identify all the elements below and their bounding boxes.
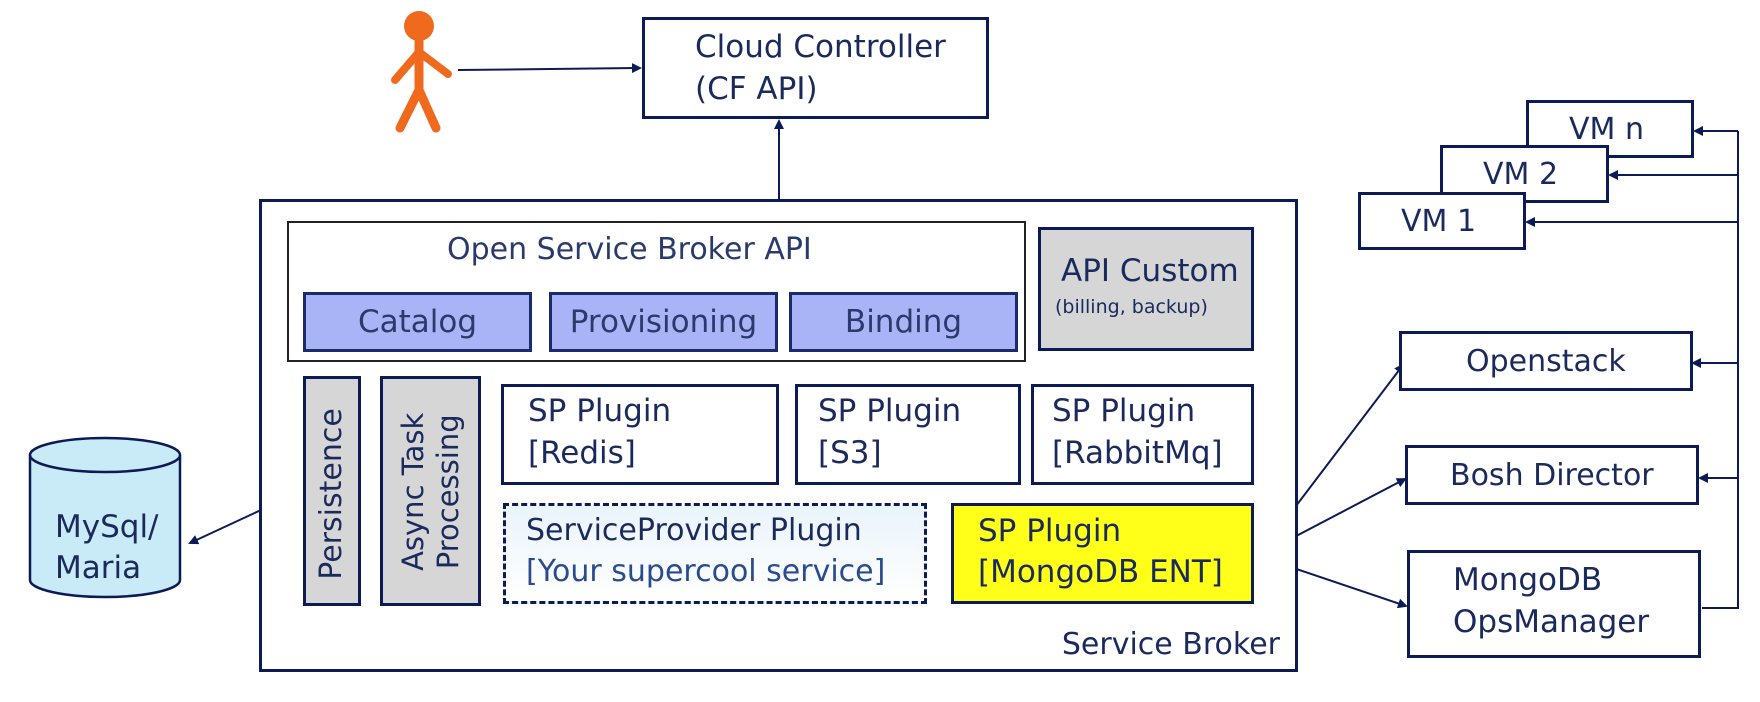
async-task-line1: Async Task xyxy=(396,412,431,571)
plugin-rabbitmq-title: SP Plugin xyxy=(1052,393,1196,429)
openstack-label: Openstack xyxy=(1466,344,1626,379)
user-figure-icon xyxy=(391,11,452,133)
vm-1-box: VM 1 xyxy=(1358,192,1526,250)
osb-api-title: Open Service Broker API xyxy=(447,232,812,267)
connector-opsmanager-bus xyxy=(1702,131,1739,609)
api-custom-box: API Custom (billing, backup) xyxy=(1038,227,1254,351)
async-task-label: Async Task Processing xyxy=(396,382,466,602)
persistence-box: Persistence xyxy=(303,376,361,606)
plugin-mongodb-name: [MongoDB ENT] xyxy=(978,554,1223,590)
tab-provisioning-label: Provisioning xyxy=(569,304,758,340)
plugin-custom-box: ServiceProvider Plugin [Your supercool s… xyxy=(503,503,927,604)
opsmanager-box: MongoDB OpsManager xyxy=(1407,550,1701,658)
service-broker-label: Service Broker xyxy=(1061,626,1280,662)
openstack-box: Openstack xyxy=(1399,331,1693,391)
opsmanager-line2: OpsManager xyxy=(1453,604,1650,640)
plugin-s3-title: SP Plugin xyxy=(818,393,962,429)
tab-catalog[interactable]: Catalog xyxy=(303,292,532,352)
arrow-user-to-cc xyxy=(457,63,642,74)
api-custom-title: API Custom xyxy=(1061,253,1239,289)
plugin-redis-title: SP Plugin xyxy=(528,393,672,429)
database-cylinder-icon xyxy=(28,436,182,599)
plugin-custom-name: [Your supercool service] xyxy=(526,554,886,589)
database-label-line1: MySql/ xyxy=(55,509,159,545)
plugin-rabbitmq-name: [RabbitMq] xyxy=(1052,435,1223,471)
plugin-custom-title: ServiceProvider Plugin xyxy=(526,513,862,548)
bosh-director-box: Bosh Director xyxy=(1405,445,1699,505)
vm-n-label: VM n xyxy=(1569,112,1644,147)
persistence-label: Persistence xyxy=(314,408,349,580)
async-task-line2: Processing xyxy=(431,414,465,570)
opsmanager-line1: MongoDB xyxy=(1453,562,1603,598)
vm-1-label: VM 1 xyxy=(1401,204,1477,239)
plugin-redis-box: SP Plugin [Redis] xyxy=(501,384,779,485)
bosh-director-label: Bosh Director xyxy=(1450,458,1654,493)
plugin-rabbitmq-box: SP Plugin [RabbitMq] xyxy=(1031,384,1254,485)
vm-2-label: VM 2 xyxy=(1483,157,1559,192)
tab-binding[interactable]: Binding xyxy=(789,292,1018,352)
async-task-box: Async Task Processing xyxy=(380,376,481,606)
api-custom-subtitle: (billing, backup) xyxy=(1055,296,1208,318)
cloud-controller-title: Cloud Controller xyxy=(695,29,946,65)
plugin-mongodb-title: SP Plugin xyxy=(978,513,1122,549)
tab-provisioning[interactable]: Provisioning xyxy=(549,292,778,352)
plugin-s3-box: SP Plugin [S3] xyxy=(795,384,1021,485)
database-label-line2: Maria xyxy=(55,550,142,586)
cloud-controller-subtitle: (CF API) xyxy=(695,71,818,107)
tab-catalog-label: Catalog xyxy=(357,304,478,340)
cloud-controller-box: Cloud Controller (CF API) xyxy=(642,17,989,119)
plugin-redis-name: [Redis] xyxy=(528,435,636,471)
plugin-mongodb-box: SP Plugin [MongoDB ENT] xyxy=(951,503,1254,604)
tab-binding-label: Binding xyxy=(844,304,963,340)
plugin-s3-name: [S3] xyxy=(818,435,882,471)
